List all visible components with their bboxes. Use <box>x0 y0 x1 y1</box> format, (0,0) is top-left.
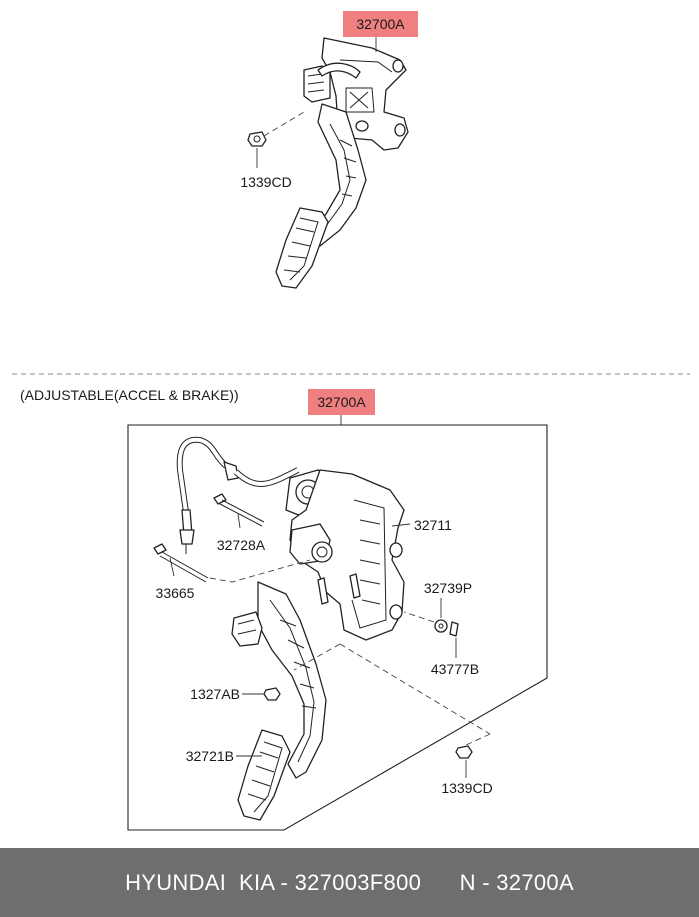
top-pedal-assembly <box>247 36 409 289</box>
label-32711: 32711 <box>414 517 452 533</box>
top-nut-label: 1339CD <box>240 174 291 190</box>
label-32739P: 32739P <box>424 580 472 596</box>
adjustable-assembly-label: 32700A <box>317 394 366 410</box>
label-32721B: 32721B <box>186 748 234 764</box>
footer-bar: HYUNDAI KIA - 327003F800 N - 32700A <box>0 848 699 917</box>
label-1327AB: 1327AB <box>190 686 240 702</box>
label-32728A: 32728A <box>217 537 266 553</box>
assembly-frame <box>127 424 548 831</box>
parts-diagram: 32700A 1339CD (ADJUSTABLE(ACCEL & BRAKE)… <box>12 11 690 831</box>
footer-text: HYUNDAI KIA - 327003F800 N - 32700A <box>125 869 574 895</box>
top-assembly-label: 32700A <box>356 16 405 32</box>
assembly-label-highlight <box>308 389 375 415</box>
adjustable-pedal-assembly <box>153 436 491 821</box>
label-33665: 33665 <box>156 585 195 601</box>
leader-lines <box>169 513 467 778</box>
section-title: (ADJUSTABLE(ACCEL & BRAKE)) <box>20 387 239 403</box>
label-1339CD-lower: 1339CD <box>441 780 492 796</box>
part-label-highlight <box>343 11 418 37</box>
label-43777B: 43777B <box>431 661 479 677</box>
